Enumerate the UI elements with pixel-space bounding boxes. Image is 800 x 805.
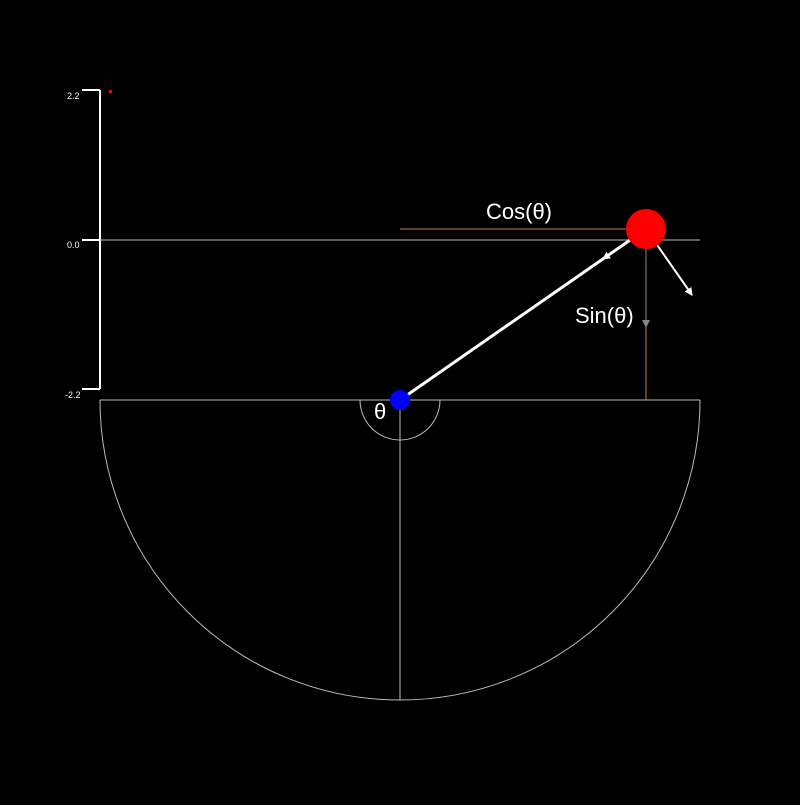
scale-marker-dot <box>109 90 112 93</box>
tick-label-mid: 0.0 <box>67 240 80 250</box>
tick-label-bottom: -2.2 <box>65 390 81 400</box>
tick-label-top: 2.2 <box>67 91 80 101</box>
sin-label: Sin(θ) <box>575 303 634 328</box>
cos-label: Cos(θ) <box>486 199 552 224</box>
semicircle-track <box>99 399 701 701</box>
theta-label: θ <box>374 399 386 424</box>
angle-arc <box>359 399 441 441</box>
scale-bar: 2.2 0.0 -2.2 <box>65 89 112 400</box>
pendulum-bob[interactable] <box>626 209 666 249</box>
pivot-point <box>390 390 410 410</box>
